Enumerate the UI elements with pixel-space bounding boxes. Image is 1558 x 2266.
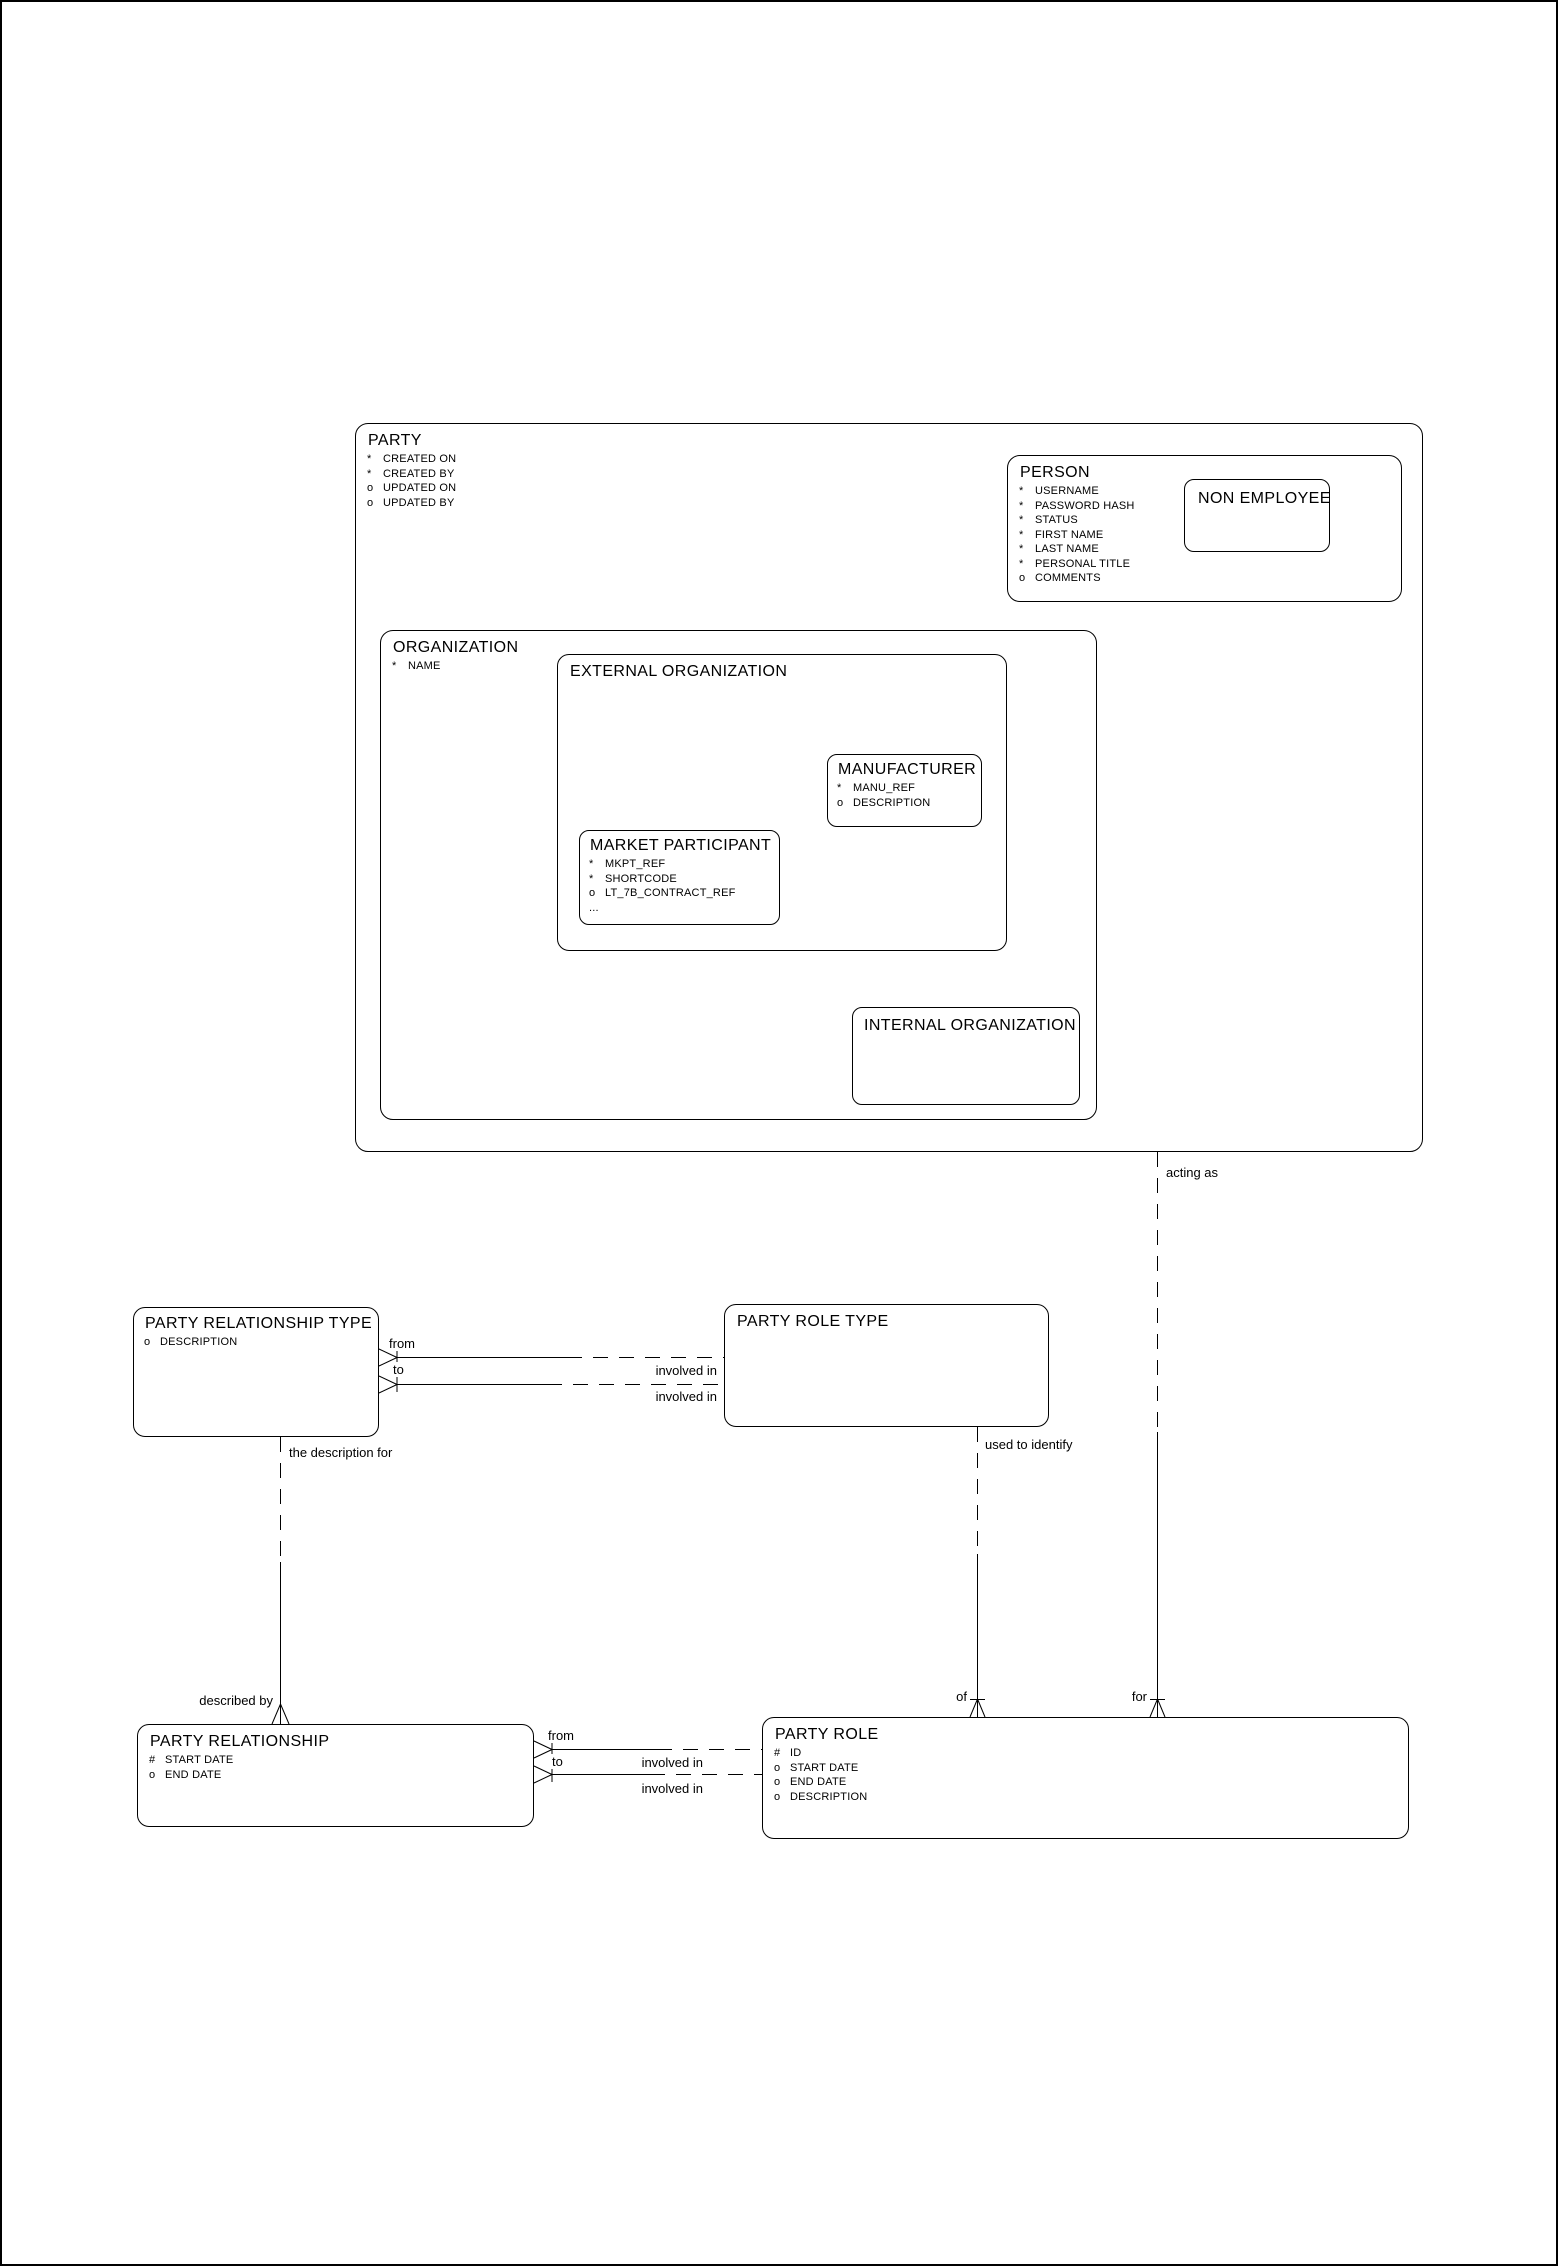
entity-party-role-type-title: PARTY ROLE TYPE <box>737 1313 889 1330</box>
attribute-row: *MKPT_REF <box>589 858 666 870</box>
attribute-row: *CREATED BY <box>367 467 455 480</box>
attribute-row: *USERNAME <box>1019 485 1099 497</box>
attribute-row: *STATUS <box>1019 514 1078 526</box>
entity-organization-attributes: *NAME <box>381 657 1096 674</box>
connector-party-relationship-type-party-relationship <box>271 1437 290 1725</box>
attribute-row: *PERSONAL TITLE <box>1019 557 1131 570</box>
label-rel-to: to <box>550 1754 565 1769</box>
label-rel-from: from <box>546 1728 576 1743</box>
entity-person-attributes: *USERNAME *PASSWORD HASH *STATUS *FIRST NAM… <box>1008 482 1401 586</box>
attribute-row: #ID <box>774 1747 802 1759</box>
label-rel-involved-in-1: involved in <box>639 1755 705 1770</box>
label-type-from: from <box>387 1336 417 1351</box>
entity-party-title: PARTY <box>368 432 422 449</box>
attribute-row: *CREATED ON <box>367 453 457 465</box>
label-type-involved-in-2: involved in <box>653 1389 719 1404</box>
attribute-row: *PASSWORD HASH <box>1019 499 1135 512</box>
attribute-row: *LAST NAME <box>1019 543 1099 555</box>
label-type-to: to <box>391 1362 406 1377</box>
attribute-row: *NAME <box>392 660 441 672</box>
label-acting-as: acting as <box>1164 1165 1221 1180</box>
label-described-by: described by <box>197 1693 275 1708</box>
label-of: of <box>954 1689 969 1704</box>
entity-internal-organization[interactable]: INTERNAL ORGANIZATION <box>852 1007 1080 1105</box>
entity-market-participant-title: MARKET PARTICIPANT <box>590 837 772 854</box>
attribute-row: *FIRST NAME <box>1019 528 1104 541</box>
attribute-row: *MANU_REF <box>837 782 916 794</box>
attribute-row: *SHORTCODE <box>589 872 677 885</box>
entity-non-employee-title: NON EMPLOYEE <box>1198 490 1331 507</box>
entity-non-employee[interactable]: NON EMPLOYEE <box>1184 479 1330 552</box>
entity-party-relationship-title: PARTY RELATIONSHIP <box>150 1733 330 1750</box>
label-rel-involved-in-2: involved in <box>639 1781 705 1796</box>
label-for: for <box>1129 1689 1149 1704</box>
entity-manufacturer-title: MANUFACTURER <box>838 761 977 778</box>
entity-party-role-type[interactable]: PARTY ROLE TYPE <box>724 1304 1049 1427</box>
label-type-involved-in-1: involved in <box>653 1363 719 1378</box>
label-used-to-identify: used to identify <box>983 1437 1075 1452</box>
entity-organization-title: ORGANIZATION <box>393 639 519 656</box>
entity-external-organization-title: EXTERNAL ORGANIZATION <box>570 663 788 680</box>
entity-party-relationship-type-title: PARTY RELATIONSHIP TYPE <box>145 1315 373 1332</box>
attribute-row: #START DATE <box>149 1754 234 1766</box>
entity-internal-organization-title: INTERNAL ORGANIZATION <box>864 1017 1076 1034</box>
label-the-description-for: the description for <box>287 1445 395 1460</box>
connector-party-acting-as-party-role <box>1149 1152 1166 1718</box>
connector-party-role-type-party-role <box>969 1427 986 1718</box>
entity-person-title: PERSON <box>1020 464 1090 481</box>
attribute-row: ... <box>589 901 599 914</box>
entity-party-role-title: PARTY ROLE <box>775 1726 879 1743</box>
